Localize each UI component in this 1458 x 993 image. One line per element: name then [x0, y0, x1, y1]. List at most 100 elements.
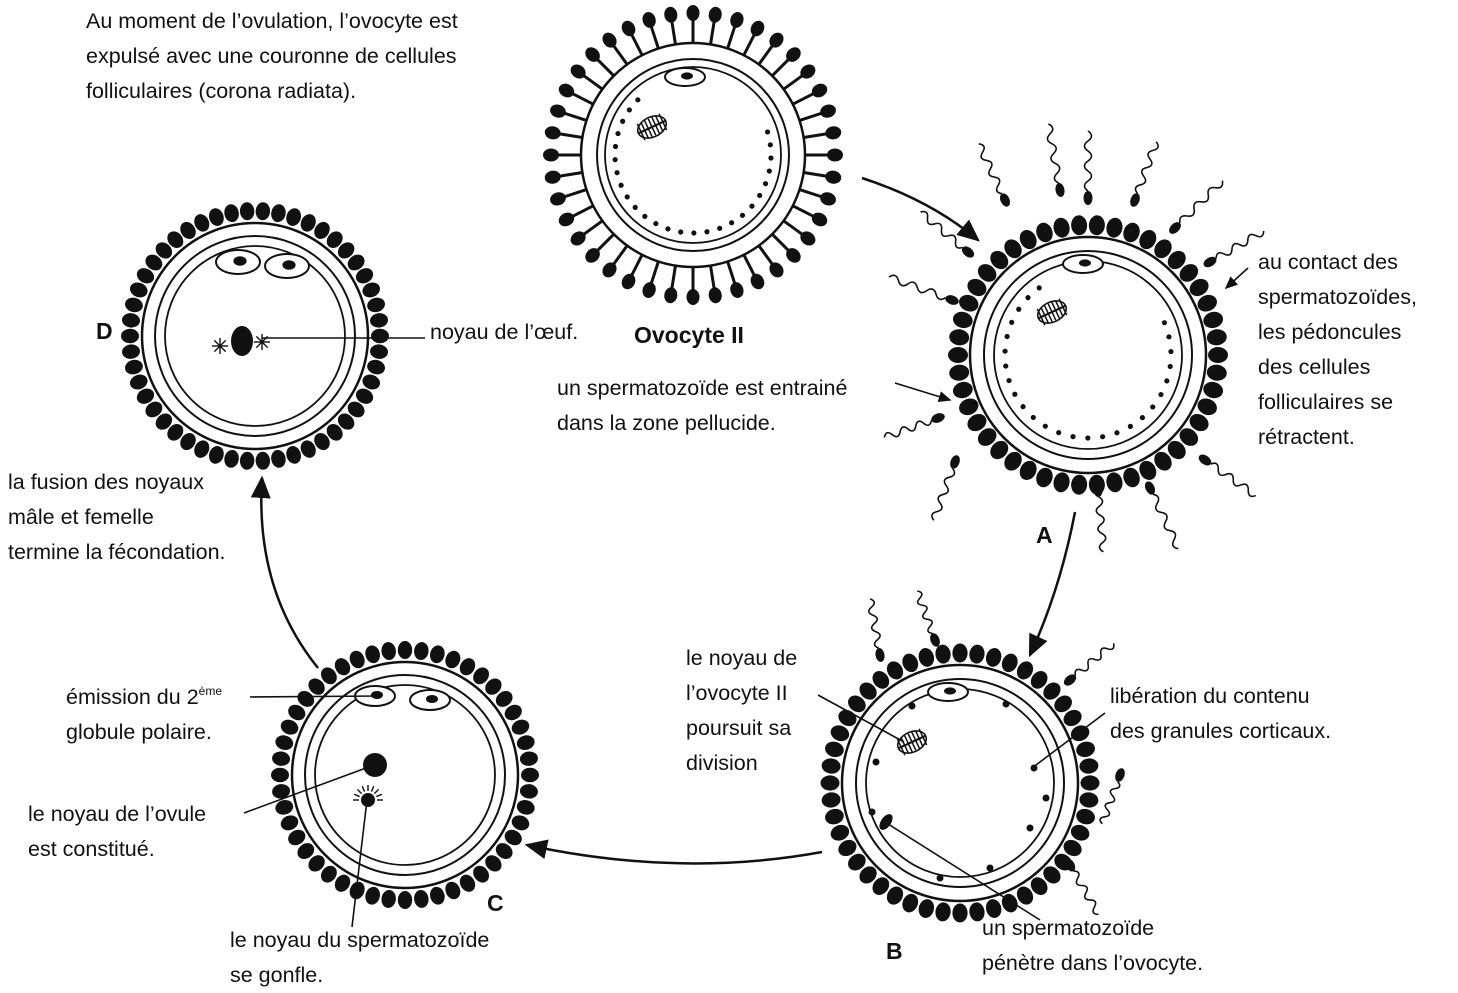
sperm-head — [1143, 480, 1157, 496]
corona-radiata — [543, 5, 843, 305]
follicular-bead — [515, 798, 536, 817]
polar-body — [265, 254, 309, 278]
zona-pellucida-inner — [856, 679, 1064, 887]
follicular-bead — [366, 358, 387, 376]
follicular-bead — [369, 312, 389, 329]
follicular-bead — [917, 646, 937, 668]
cortical-granule — [1027, 825, 1034, 832]
penetre-line-1: un spermatozoïde — [982, 911, 1203, 946]
spermatozoon — [866, 598, 886, 663]
ovocyte-ii-cell — [543, 5, 843, 305]
follicular-bead — [274, 733, 295, 752]
stage-label-b: B — [886, 938, 903, 965]
cortical-granule — [869, 809, 876, 816]
contact-line-3: les pédoncules — [1258, 315, 1417, 350]
corona-cell — [640, 10, 657, 29]
cortical-granule — [1004, 334, 1009, 339]
stage-a-cell — [883, 123, 1266, 552]
cortical-granule — [768, 155, 773, 160]
ovocyte-title: Ovocyte II — [634, 318, 744, 353]
meiotic-spindle — [634, 112, 670, 143]
ovulation-text: Au moment de l’ovulation, l’ovocyte est … — [86, 4, 458, 109]
entraine-text: un spermatozoïde est entrainé dans la zo… — [557, 371, 847, 441]
follicular-bead — [1034, 220, 1056, 244]
cortical-granule — [627, 107, 632, 112]
follicular-bead — [821, 775, 840, 790]
follicular-bead — [952, 644, 967, 663]
cortical-granule — [1002, 349, 1007, 354]
follicular-bead — [239, 451, 255, 470]
corona-cell — [827, 149, 843, 162]
follicular-bead — [1206, 363, 1228, 382]
spermatozoon — [1084, 131, 1093, 205]
spermatozoon — [1098, 767, 1127, 826]
polar-body-nucleus — [681, 72, 693, 79]
cortical-granule — [740, 213, 745, 218]
follicular-bead — [270, 449, 288, 469]
follicular-bead — [1070, 474, 1087, 495]
ovule-text: le noyau de l’ovule est constitué. — [28, 797, 206, 867]
cortical-granule — [1012, 392, 1017, 397]
cortical-granule — [1114, 430, 1119, 435]
cortical-granule — [613, 144, 618, 149]
polar-body-nucleus — [1079, 259, 1091, 266]
cortical-granule — [1140, 415, 1145, 420]
cortical-granule — [909, 703, 916, 710]
cortical-granule — [767, 168, 772, 173]
sperm-nucleus-swelling — [353, 785, 383, 807]
pointer-lines — [244, 268, 1248, 927]
emission-superscript: ème — [199, 684, 222, 698]
follicular-bead — [271, 768, 289, 782]
cortical-granule — [642, 214, 647, 219]
spermatozoon — [1197, 452, 1259, 499]
cortical-granule — [653, 221, 658, 226]
follicular-bead — [1052, 471, 1072, 494]
zona-pellucida-inner — [597, 59, 789, 251]
aster-ray — [220, 346, 226, 352]
follicular-bead — [984, 646, 1004, 668]
follicular-bead — [121, 329, 139, 343]
contact-line-4: des cellules — [1258, 350, 1417, 385]
corona-cell — [556, 81, 576, 100]
sperm-head — [960, 244, 977, 260]
follicular-bead — [413, 641, 430, 661]
follicular-bead — [1081, 775, 1100, 790]
sperm-head — [998, 192, 1012, 208]
ovule-nucleus — [363, 753, 387, 777]
spermatozoon — [888, 273, 961, 307]
corona-cell — [556, 210, 576, 229]
follicular-bead — [271, 750, 291, 767]
cortical-granule — [749, 204, 754, 209]
sperm-tail — [1073, 641, 1116, 679]
aster-ray — [220, 340, 226, 346]
aster-ray — [371, 786, 373, 792]
fusion-line-2: mâle et femelle — [8, 500, 226, 535]
follicular-bead — [255, 202, 271, 221]
meiotic-spindle — [894, 727, 930, 758]
aster-ray — [376, 794, 382, 796]
sperm-tail — [867, 598, 883, 648]
cortical-granule — [1056, 430, 1061, 435]
follicular-bead — [948, 363, 970, 382]
noyau-ovocyte-line-4: division — [686, 746, 797, 781]
follicular-bead — [207, 444, 226, 466]
corona-cell — [708, 286, 723, 304]
sperm-tail — [883, 417, 932, 441]
spermatozoon — [1167, 177, 1226, 236]
corona-cell — [663, 286, 678, 304]
stage-label-a: A — [1036, 522, 1053, 549]
aster-ray — [214, 346, 220, 352]
follicular-bead — [428, 644, 447, 665]
zona-pellucida-inner — [984, 251, 1192, 459]
corona-cell — [548, 190, 567, 207]
sperm-head — [1197, 452, 1214, 467]
cortical-granule — [765, 129, 770, 134]
follicular-bead — [934, 901, 952, 922]
follicular-bead — [1208, 347, 1228, 363]
cortical-granules — [1002, 285, 1173, 440]
oocyte-membrane — [315, 685, 495, 865]
corona-cell — [824, 125, 842, 140]
entraine-line-2: dans la zone pellucide. — [557, 406, 847, 441]
follicular-bead — [207, 206, 226, 228]
follicular-bead — [934, 644, 952, 665]
